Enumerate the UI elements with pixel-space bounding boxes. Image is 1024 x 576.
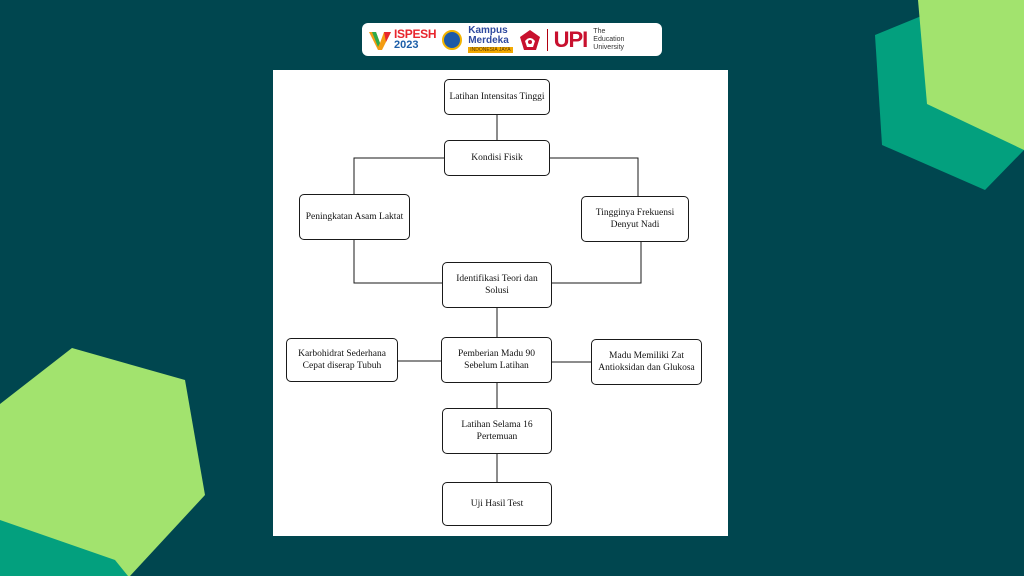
node-label: Madu Memiliki Zat Antioksidan dan Glukos… [598,351,695,373]
node-latihan-intensitas-tinggi: Latihan Intensitas Tinggi [444,79,550,115]
node-latihan-selama-16-pertemuan: Latihan Selama 16 Pertemuan [442,408,552,454]
upi-sub-line1: The [593,27,606,35]
node-label: Kondisi Fisik [471,153,523,163]
kampus-tag: INDONESIA JAYA [468,47,513,53]
ispesh-mark-icon [369,31,391,50]
ispesh-name: ISPESH [394,26,437,41]
node-label: Peningkatan Asam Laktat [305,212,404,222]
node-label: Pemberian Madu 90 Sebelum Latihan [457,349,536,371]
node-kondisi-fisik: Kondisi Fisik [444,140,550,176]
node-pemberian-madu: Pemberian Madu 90 Sebelum Latihan [441,337,552,383]
flowchart-panel: Latihan Intensitas Tinggi Kondisi Fisik … [273,70,728,536]
node-label: Tingginya Frekuensi Denyut Nadi [595,208,675,230]
connector-n2-n4 [549,157,639,196]
node-karbohidrat-sederhana: Karbohidrat Sederhana Cepat diserap Tubu… [286,338,398,382]
kampus-line1: Kampus [468,25,508,36]
connector-n4-n5 [551,242,642,284]
upi-subtitle: The Education University [593,28,624,52]
ispesh-logo: ISPESH 2023 [368,26,437,51]
upi-sub-line3: University [593,43,625,51]
upi-abbrev: UPI [553,26,589,52]
node-label: Karbohidrat Sederhana Cepat diserap Tubu… [298,349,386,371]
kampus-merdeka-logo: Kampus Merdeka INDONESIA JAYA [468,25,513,53]
node-label: Latihan Selama 16 Pertemuan [461,420,533,442]
sponsor-logo-bar: ISPESH 2023 Kampus Merdeka INDONESIA JAY… [362,23,662,56]
kampus-line2: Merdeka [468,35,509,46]
hexagon-bottom-left-teal [0,520,128,576]
node-madu-memiliki-zat: Madu Memiliki Zat Antioksidan dan Glukos… [591,339,702,385]
connector-n3-n5 [353,239,442,284]
node-tingginya-frekuensi-denyut-nadi: Tingginya Frekuensi Denyut Nadi [581,196,689,242]
node-peningkatan-asam-laktat: Peningkatan Asam Laktat [299,194,410,240]
node-label: Latihan Intensitas Tinggi [449,92,545,102]
tut-wuri-seal-icon [442,29,463,50]
logo-divider [546,28,548,51]
hexagon-top-right-green [918,0,1024,150]
hexagon-bottom-left-green [0,348,205,576]
ispesh-year: 2023 [394,38,419,51]
upi-emblem-icon [519,29,540,50]
node-label: Identifikasi Teori dan Solusi [456,274,538,296]
connector-n2-n3 [353,157,444,194]
node-label: Uji Hasil Test [470,499,524,509]
node-uji-hasil-test: Uji Hasil Test [442,482,552,526]
flowchart-connectors [353,114,642,482]
upi-sub-line2: Education [593,35,625,43]
node-identifikasi-teori-dan-solusi: Identifikasi Teori dan Solusi [442,262,552,308]
